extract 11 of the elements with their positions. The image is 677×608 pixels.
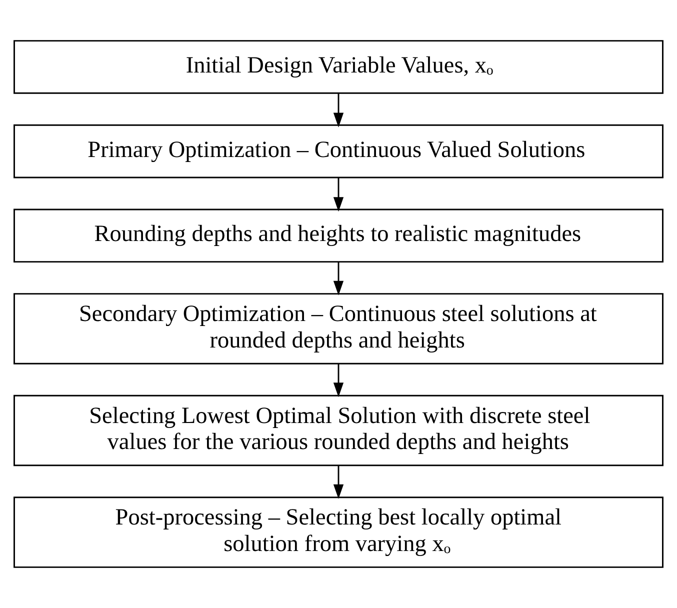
node-box: Primary Optimization – Continuous Valued Solutions [14,124,664,178]
arrow [333,465,344,499]
arrow [333,364,344,398]
arrow [333,178,344,212]
node-box: Selecting Lowest Optimal Solution with discrete steel values for the various rounded depths and heights [14,394,664,466]
node-box: Post-processing – Selecting best locally optimal solution from varying xₒ [14,496,664,568]
arrow [333,93,344,128]
node-box: Rounding depths and heights to realistic magnitudes [14,208,664,263]
node-box: Secondary Optimization – Continuous steel solutions at rounded depths and heights [14,293,664,364]
node-box: Initial Design Variable Values, xₒ [14,40,664,94]
arrow [333,262,344,296]
